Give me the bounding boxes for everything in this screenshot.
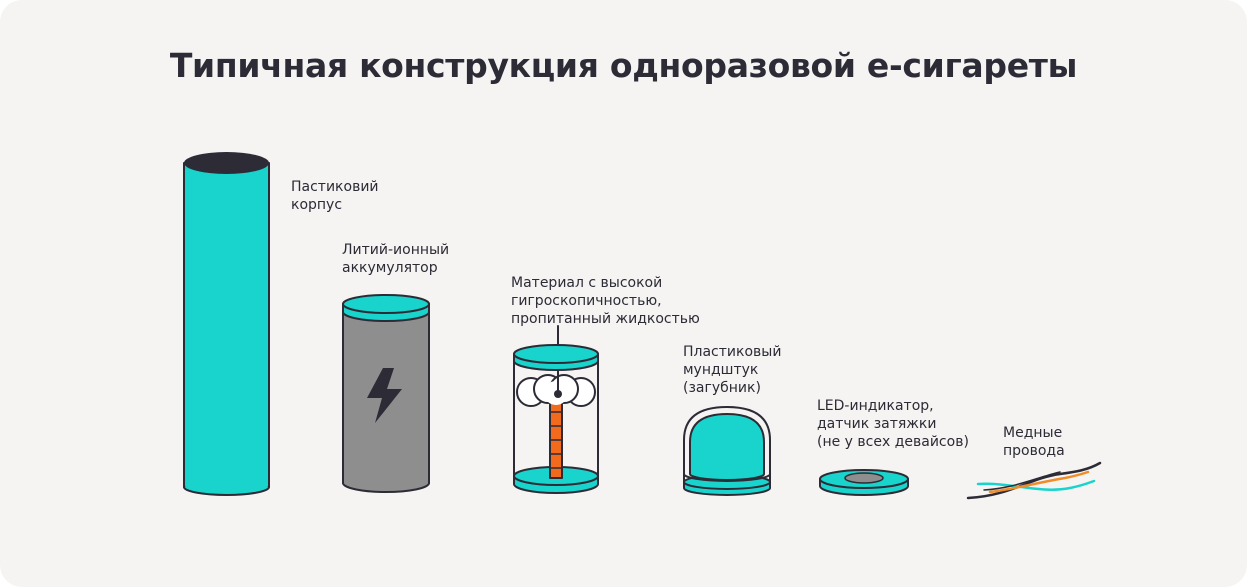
wick-atomizer-illustration <box>513 325 599 494</box>
label-line: (загубник) <box>683 380 761 396</box>
mouthpiece-illustration <box>683 406 771 496</box>
label-line: Медные <box>1003 425 1063 441</box>
label-line: (не у всех девайсов) <box>817 434 969 450</box>
diagram-title: Типичная конструкция одноразовой е-сигар… <box>169 46 1078 85</box>
label-led-indicator: LED-индикатор, датчик затяжки (не у всех… <box>817 397 969 451</box>
label-line: мундштук <box>683 362 759 378</box>
label-copper-wires: Медные провода <box>1003 424 1065 460</box>
label-line: Материал с высокой <box>511 275 663 291</box>
label-line: LED-индикатор, <box>817 398 934 414</box>
battery-illustration <box>342 294 430 493</box>
label-battery: Литий-ионный аккумулятор <box>342 241 449 277</box>
label-plastic-body: Пастиковий корпус <box>291 178 379 214</box>
label-line: Пластиковый <box>683 344 782 360</box>
label-line: аккумулятор <box>342 260 438 276</box>
lightning-bolt-icon <box>367 368 402 423</box>
label-mouthpiece: Пластиковый мундштук (загубник) <box>683 343 781 397</box>
label-line: провода <box>1003 443 1065 459</box>
plastic-body-illustration <box>183 152 270 496</box>
label-wick: Материал с высокой гигроскопичностью, пр… <box>511 274 700 328</box>
copper-wires-illustration <box>966 461 1102 500</box>
led-indicator-illustration <box>819 469 909 496</box>
label-line: Пастиковий <box>291 179 379 195</box>
label-line: датчик затяжки <box>817 416 937 432</box>
label-line: корпус <box>291 197 343 213</box>
label-line: гигроскопичностью, <box>511 293 662 309</box>
label-line: Литий-ионный <box>342 242 450 258</box>
label-line: пропитанный жидкостью <box>511 311 700 327</box>
